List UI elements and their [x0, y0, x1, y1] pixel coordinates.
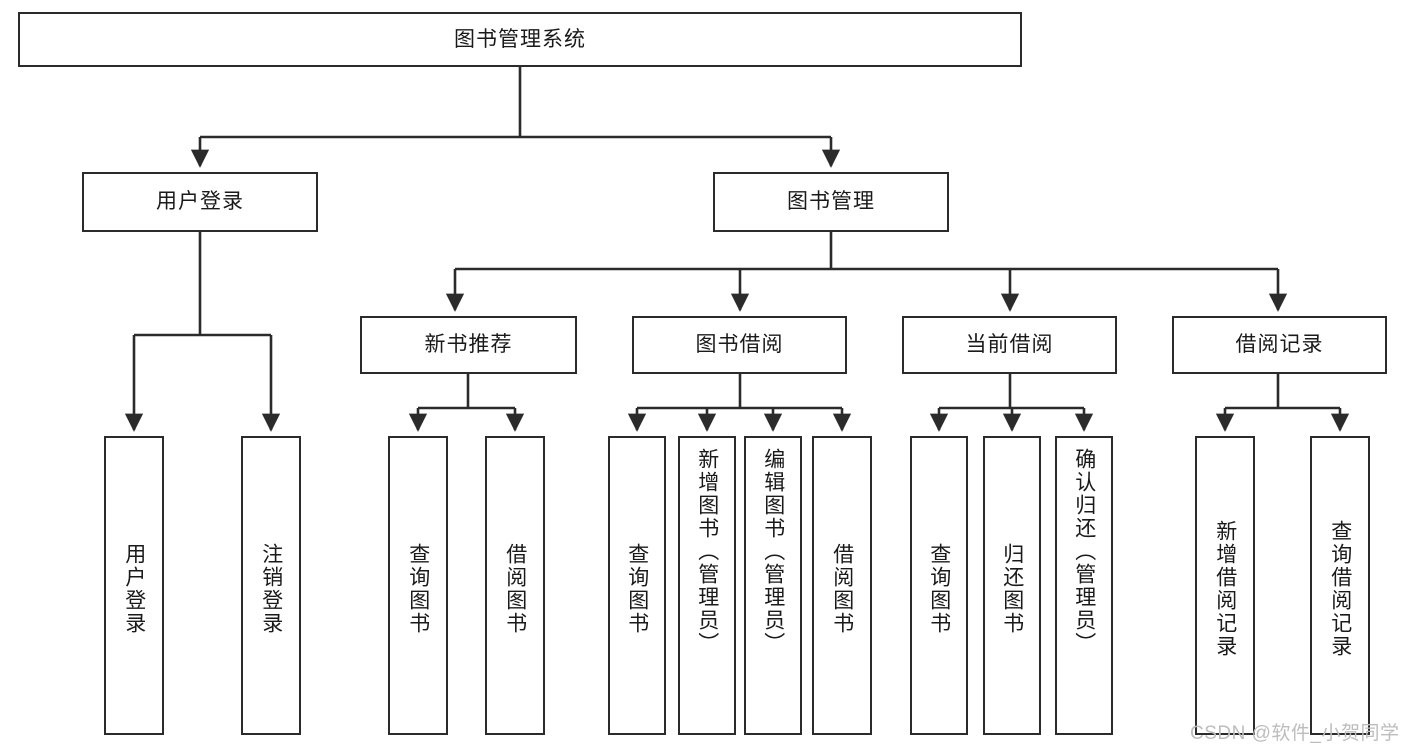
leaf-query-book-2[interactable]: 查询图书: [608, 436, 666, 735]
leaf-borrow-book-1[interactable]: 借阅图书: [485, 436, 545, 735]
node-new-book-rec[interactable]: 新书推荐: [360, 316, 577, 374]
leaf-query-book-2-inner: 查询图书: [610, 444, 664, 733]
node-borrow-record[interactable]: 借阅记录: [1172, 316, 1387, 374]
node-current-borrow-label: 当前借阅: [965, 333, 1054, 357]
leaf-borrow-book-2-label: 借阅图书: [830, 542, 854, 635]
leaf-user-logout[interactable]: 注销登录: [241, 436, 301, 735]
leaf-user-login-inner: 用户登录: [106, 444, 162, 733]
leaf-add-record[interactable]: 新增借阅记录: [1195, 436, 1255, 735]
node-book-borrow-label: 图书借阅: [695, 333, 784, 357]
leaf-edit-book-label: 编辑图书（管理员）: [761, 448, 785, 655]
leaf-query-book-1-label: 查询图书: [406, 542, 430, 635]
leaf-add-record-inner: 新增借阅记录: [1197, 444, 1253, 733]
leaf-confirm-return[interactable]: 确认归还（管理员）: [1055, 436, 1113, 735]
leaf-user-login-label: 用户登录: [122, 542, 146, 635]
leaf-edit-book[interactable]: 编辑图书（管理员）: [744, 436, 802, 735]
leaf-user-login[interactable]: 用户登录: [104, 436, 164, 735]
node-new-book-rec-label: 新书推荐: [424, 333, 513, 357]
leaf-query-record-label: 查询借阅记录: [1328, 519, 1352, 658]
node-root-label: 图书管理系统: [454, 27, 586, 51]
leaf-user-logout-label: 注销登录: [259, 542, 283, 635]
leaf-borrow-book-1-inner: 借阅图书: [487, 444, 543, 733]
leaf-confirm-return-label: 确认归还（管理员）: [1072, 448, 1096, 655]
leaf-query-book-2-label: 查询图书: [625, 542, 649, 635]
leaf-add-book-label: 新增图书（管理员）: [695, 448, 719, 655]
leaf-borrow-book-1-label: 借阅图书: [503, 542, 527, 635]
node-user-login-label: 用户登录: [156, 190, 244, 214]
node-root[interactable]: 图书管理系统: [18, 12, 1022, 67]
leaf-add-record-label: 新增借阅记录: [1213, 519, 1237, 658]
node-book-borrow[interactable]: 图书借阅: [632, 316, 847, 374]
leaf-return-book-inner: 归还图书: [985, 444, 1039, 733]
node-borrow-record-label: 借阅记录: [1235, 333, 1324, 357]
leaf-query-book-3-inner: 查询图书: [912, 444, 966, 733]
leaf-query-book-1[interactable]: 查询图书: [388, 436, 448, 735]
leaf-confirm-return-inner: 确认归还（管理员）: [1057, 444, 1111, 737]
leaf-query-record-inner: 查询借阅记录: [1312, 444, 1368, 733]
leaf-query-book-3-label: 查询图书: [927, 542, 951, 635]
leaf-query-record[interactable]: 查询借阅记录: [1310, 436, 1370, 735]
leaf-add-book-inner: 新增图书（管理员）: [680, 444, 734, 737]
node-book-manage[interactable]: 图书管理: [713, 172, 949, 232]
csdn-watermark: CSDN @软件_小贺同学: [1190, 723, 1400, 744]
leaf-borrow-book-2-inner: 借阅图书: [814, 444, 870, 733]
leaf-query-book-1-inner: 查询图书: [390, 444, 446, 733]
node-user-login[interactable]: 用户登录: [82, 172, 318, 232]
leaf-return-book[interactable]: 归还图书: [983, 436, 1041, 735]
leaf-edit-book-inner: 编辑图书（管理员）: [746, 444, 800, 737]
node-book-manage-label: 图书管理: [787, 190, 875, 214]
leaf-query-book-3[interactable]: 查询图书: [910, 436, 968, 735]
leaf-return-book-label: 归还图书: [1000, 542, 1024, 635]
leaf-borrow-book-2[interactable]: 借阅图书: [812, 436, 872, 735]
node-current-borrow[interactable]: 当前借阅: [902, 316, 1117, 374]
leaf-user-logout-inner: 注销登录: [243, 444, 299, 733]
leaf-add-book[interactable]: 新增图书（管理员）: [678, 436, 736, 735]
